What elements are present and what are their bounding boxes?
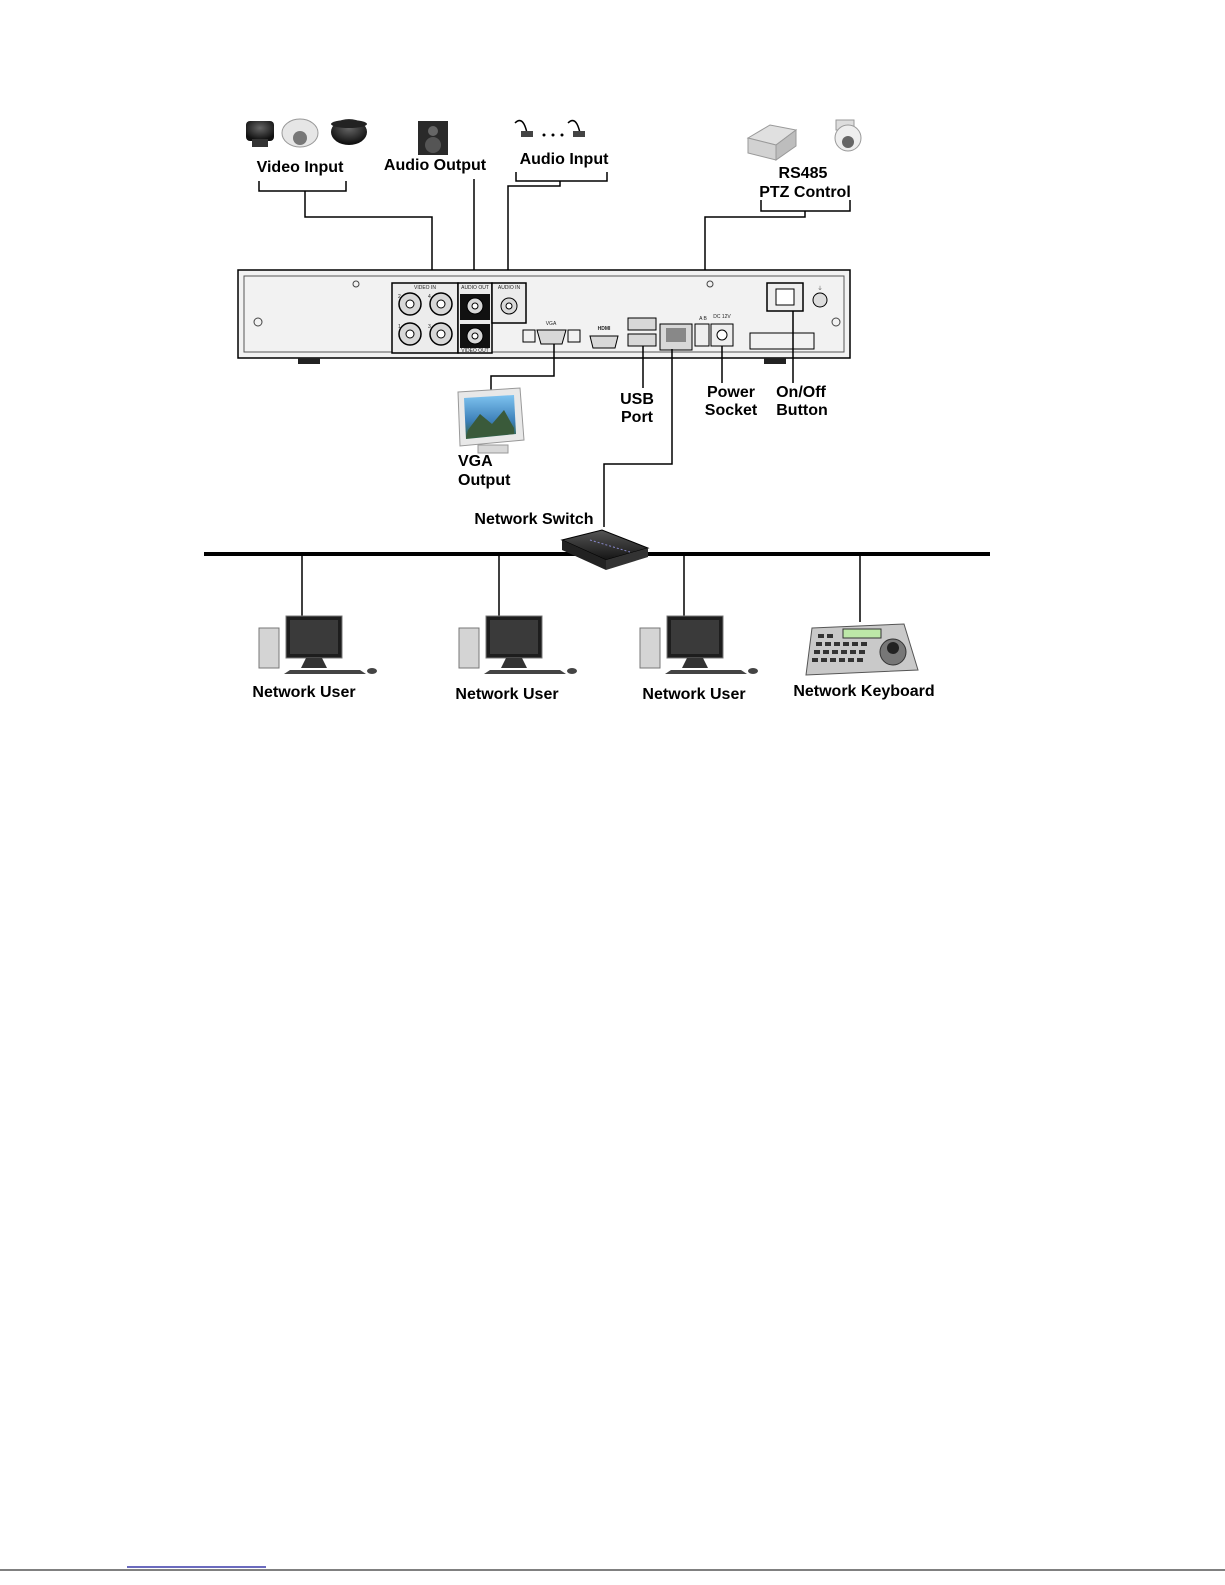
svg-text:DC 12V: DC 12V xyxy=(713,314,731,320)
socket-label: Socket xyxy=(705,402,758,419)
microphone-icon xyxy=(515,121,585,137)
button-label: Button xyxy=(776,402,828,419)
svg-text:HDMI: HDMI xyxy=(598,326,611,332)
crt-monitor-icon xyxy=(458,388,524,453)
network-switch-icon xyxy=(562,530,648,570)
svg-text:AUDIO OUT: AUDIO OUT xyxy=(461,285,489,291)
ptz-control-label: PTZ Control xyxy=(759,184,851,201)
desktop-computer-icon xyxy=(259,616,377,674)
network-user-label-2: Network User xyxy=(455,686,558,703)
vga-output-label: Output xyxy=(458,472,511,489)
video-input-label: Video Input xyxy=(257,159,344,176)
svg-text:A B: A B xyxy=(699,316,707,322)
usb-label: USB xyxy=(620,391,654,408)
ptz-camera-icon xyxy=(748,120,861,160)
speaker-icon xyxy=(418,121,448,155)
power-label: Power xyxy=(707,384,755,401)
network-user-label-3: Network User xyxy=(642,686,745,703)
svg-text:AUDIO IN: AUDIO IN xyxy=(498,285,521,291)
camera-icon xyxy=(246,119,367,147)
svg-text:VIDEO IN: VIDEO IN xyxy=(414,285,436,291)
usb-port-label: Port xyxy=(621,409,654,426)
ptz-keyboard-icon xyxy=(806,624,918,675)
svg-text:VIDEO OUT: VIDEO OUT xyxy=(461,348,489,354)
rs485-label: RS485 xyxy=(779,165,828,182)
desktop-computer-icon xyxy=(459,616,577,674)
dvr-rear-panel: VIDEO IN 2 4 1 3 AUDIO OUT VIDEO OUT AUD… xyxy=(238,270,850,364)
desktop-computer-icon xyxy=(640,616,758,674)
svg-text:VGA: VGA xyxy=(546,321,557,327)
vga-label: VGA xyxy=(458,453,493,470)
svg-text:⏚: ⏚ xyxy=(817,285,822,292)
drop-lines xyxy=(302,554,860,622)
network-keyboard-label: Network Keyboard xyxy=(793,683,934,700)
svg-text:3: 3 xyxy=(428,324,431,330)
audio-output-label: Audio Output xyxy=(384,157,487,174)
audio-input-label: Audio Input xyxy=(520,151,610,168)
network-user-label-1: Network User xyxy=(252,684,355,701)
svg-text:4: 4 xyxy=(428,294,431,300)
onoff-label: On/Off xyxy=(776,384,826,401)
network-switch-label: Network Switch xyxy=(474,511,593,528)
svg-text:1: 1 xyxy=(398,324,401,330)
svg-text:2: 2 xyxy=(398,294,401,300)
